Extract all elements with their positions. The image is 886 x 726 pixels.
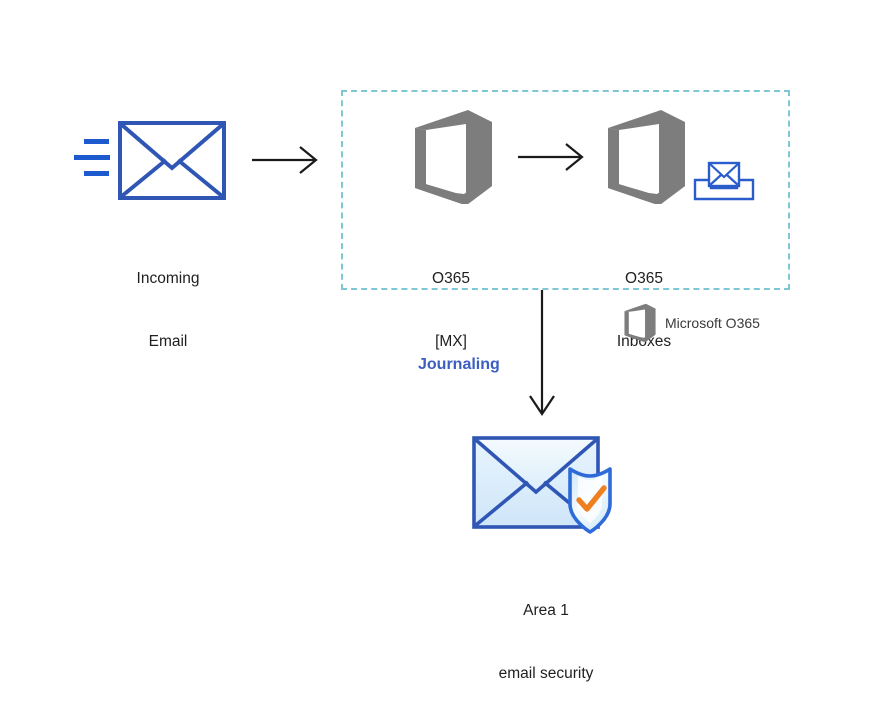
inbox-tray-node [692,158,756,202]
incoming-email-caption-line1: Incoming [136,270,200,287]
diagram-canvas: Incoming Email O365 [MX] [70,90,790,682]
incoming-email-caption-line2: Email [148,333,188,350]
inbox-tray-envelope-icon [693,161,755,201]
arrow-down-icon [529,290,555,416]
office365-logo-icon [415,110,492,204]
speed-line-top [84,139,109,144]
edge-inboxes-to-area1 [522,290,562,422]
o365-inboxes-caption-line1: O365 [625,270,663,287]
speed-line-bottom [84,171,109,176]
microsoft-o365-legend-icon-wrap [620,303,658,345]
microsoft-o365-dashed-zone [341,90,790,290]
office365-logo-icon [608,110,685,204]
office365-logo-icon [624,303,656,342]
arrow-right-icon [518,143,584,171]
o365-mx-caption: O365 [MX] [371,226,531,394]
o365-mx-node [404,108,498,212]
email-shield-icon [472,436,612,534]
area1-caption: Area 1 email security [463,558,629,726]
o365-mx-caption-line2: [MX] [435,333,467,350]
o365-inboxes-node [597,108,691,212]
envelope-icon [74,121,226,200]
area1-email-security-node [466,430,630,546]
o365-mx-caption-line1: O365 [432,270,470,287]
area1-caption-line2: email security [498,665,594,682]
area1-caption-line1: Area 1 [523,602,569,619]
arrow-right-icon [252,146,318,174]
journaling-edge-label: Journaling [418,356,500,373]
edge-mx-to-inboxes [518,142,590,172]
speed-line-middle [74,155,110,160]
incoming-email-node [70,112,240,212]
microsoft-o365-legend-label: Microsoft O365 [665,315,760,331]
edge-incoming-to-mx [252,145,324,175]
incoming-email-caption: Incoming Email [88,226,248,394]
